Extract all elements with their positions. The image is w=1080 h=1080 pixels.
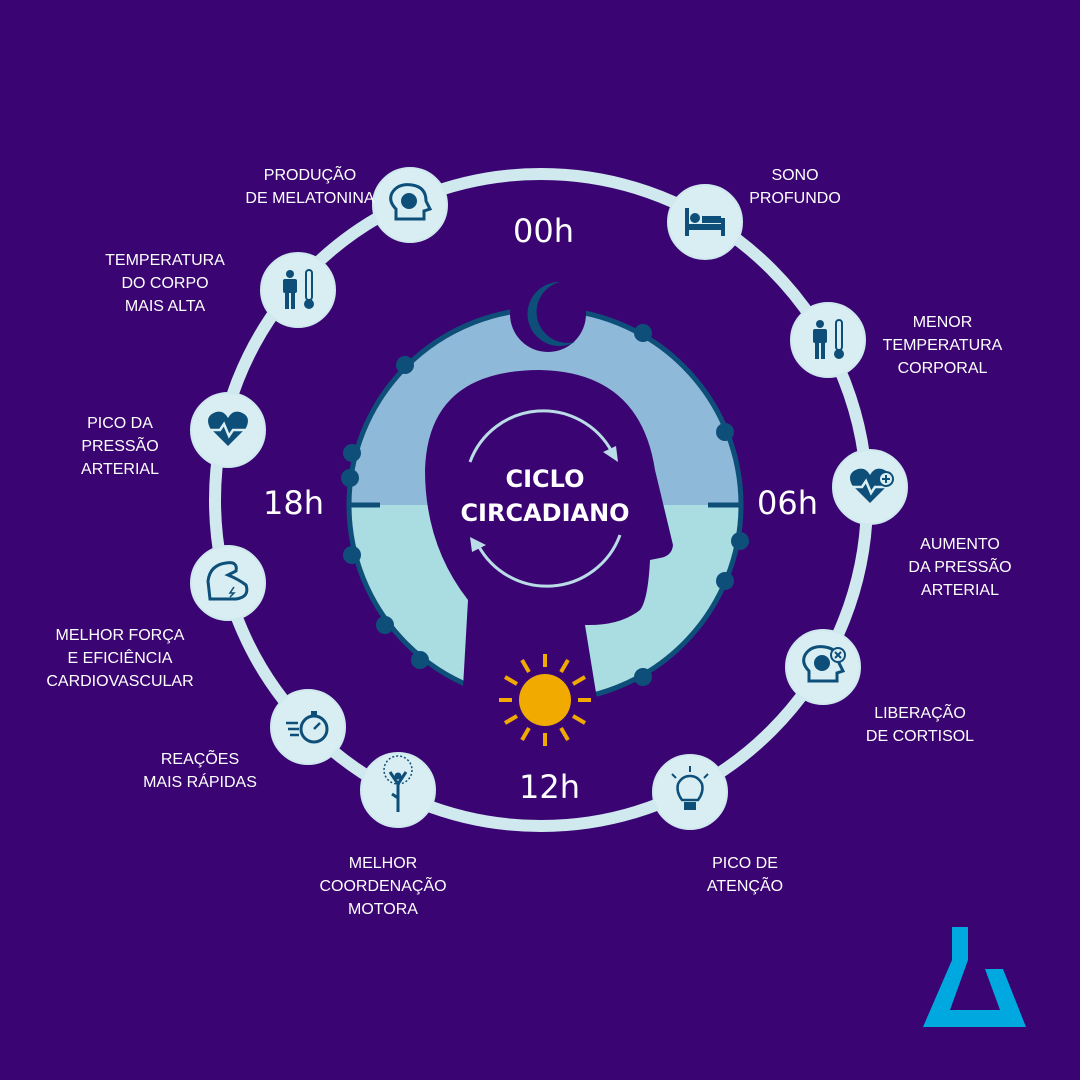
event-label-line: MAIS ALTA [124,298,206,315]
event-label-line: LIBERAÇÃO [874,705,966,722]
cycle-arrow-bottom [476,534,622,588]
event-label-line: COORDENAÇÃO [319,878,447,895]
event-label-reacoes: REAÇÕES MAIS RÁPIDAS [120,748,280,794]
brain-moon-icon [372,167,448,243]
event-label-line: ARTERIAL [81,461,159,478]
event-label-line: MAIS RÁPIDAS [143,774,257,791]
event-label-line: SONO [771,167,819,184]
event-label-sono: SONO PROFUNDO [735,164,855,210]
yoga-icon [360,752,436,828]
cycle-arrow-top [468,409,614,463]
event-label-line: CORPORAL [897,360,988,377]
thermometer-person-icon [790,302,866,378]
event-label-line: ATENÇÃO [706,878,784,895]
event-label-line: PRESSÃO [81,438,159,455]
hour-dots [341,324,749,686]
event-label-line: DE CORTISOL [865,728,975,745]
thermometer-person-icon [260,252,336,328]
event-label-line: TEMPERATURA [105,252,225,269]
hour-18: 18h [263,484,324,522]
event-label-line: E EFICIÊNCIA [67,650,173,667]
event-label-cortisol: LIBERAÇÃO DE CORTISOL [855,702,985,748]
event-label-pico-pressao: PICO DA PRESSÃO ARTERIAL [55,412,185,481]
inner-clock [341,276,749,746]
heart-plus-icon [832,449,908,525]
event-label-menor-temp: MENOR TEMPERATURA CORPORAL [870,311,1015,380]
event-label-atencao: PICO DE ATENÇÃO [675,852,815,898]
moon-icon [510,276,586,352]
bed-icon [667,184,743,260]
event-label-line: DO CORPO [121,275,209,292]
event-label-line: REAÇÕES [160,751,240,768]
event-label-line: CARDIOVASCULAR [46,673,194,690]
sun-icon [499,654,591,746]
hour-06: 06h [757,484,818,522]
event-label-line: MELHOR [348,855,418,872]
hour-12: 12h [519,768,580,806]
event-label-aumento-pressao: AUMENTO DA PRESSÃO ARTERIAL [890,533,1030,602]
brand-logo [923,927,1026,1027]
event-label-line: PRODUÇÃO [263,167,357,184]
event-label-line: MENOR [912,314,973,331]
event-label-temp-alta: TEMPERATURA DO CORPO MAIS ALTA [90,249,240,318]
stopwatch-icon [270,689,346,765]
event-label-line: DA PRESSÃO [908,559,1012,576]
event-label-melatonina: PRODUÇÃO DE MELATONINA [195,164,425,210]
event-label-coordenacao: MELHOR COORDENAÇÃO MOTORA [298,852,468,921]
event-label-line: PICO DE [712,855,778,872]
event-label-line: DE MELATONINA [245,190,375,207]
event-label-line: TEMPERATURA [882,337,1003,354]
event-label-line: PICO DA [87,415,153,432]
heart-pulse-icon [190,392,266,468]
event-label-line: MELHOR FORÇA [55,627,185,644]
event-label-line: AUMENTO [920,536,1000,553]
event-label-line: ARTERIAL [921,582,999,599]
event-label-line: MOTORA [348,901,418,918]
lightbulb-icon [652,754,728,830]
muscle-icon [190,545,266,621]
event-label-line: PROFUNDO [749,190,841,207]
hour-00: 00h [513,212,574,250]
event-label-forca: MELHOR FORÇA E EFICIÊNCIA CARDIOVASCULAR [30,624,210,693]
brain-x-icon [785,629,861,705]
